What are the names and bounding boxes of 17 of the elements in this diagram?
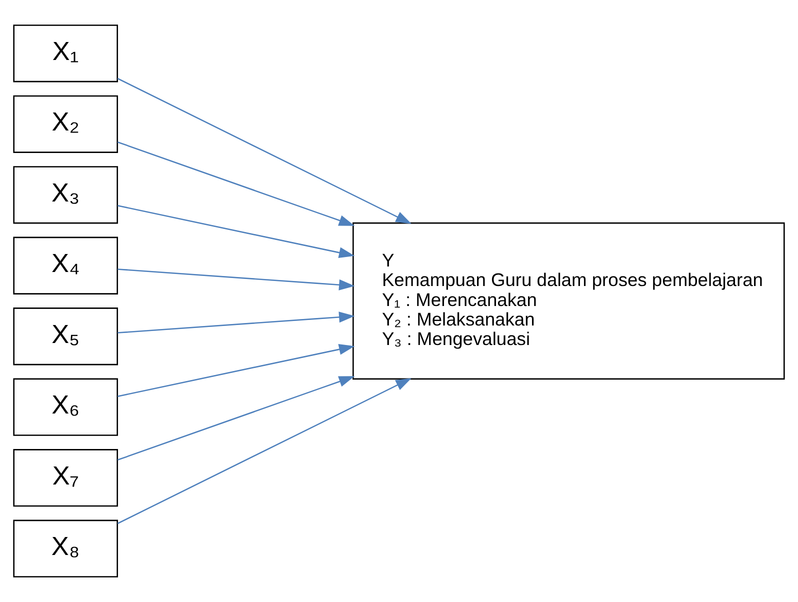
node-box: X₂ — [13, 95, 118, 153]
node-box: Y Kemampuan Guru dalam proses pembelajaran Y₁ : Merencanakan Y₂ : Melaksanakan Y₃ : Mengevaluasi — [352, 222, 785, 380]
arrow — [118, 268, 355, 290]
arrow — [118, 312, 355, 334]
node-box: X₁ — [13, 24, 118, 82]
arrow — [117, 78, 412, 224]
node-box: X₈ — [13, 520, 118, 578]
arrow — [118, 205, 355, 258]
arrow — [117, 376, 355, 461]
arrow — [117, 141, 355, 226]
node-box: X₃ — [13, 166, 118, 224]
node-box: X₇ — [13, 449, 118, 507]
node-box: X₆ — [13, 378, 118, 436]
node-box: X₄ — [13, 236, 118, 294]
arrow — [118, 344, 355, 397]
node-box: X₅ — [13, 308, 118, 366]
arrow — [117, 378, 412, 524]
